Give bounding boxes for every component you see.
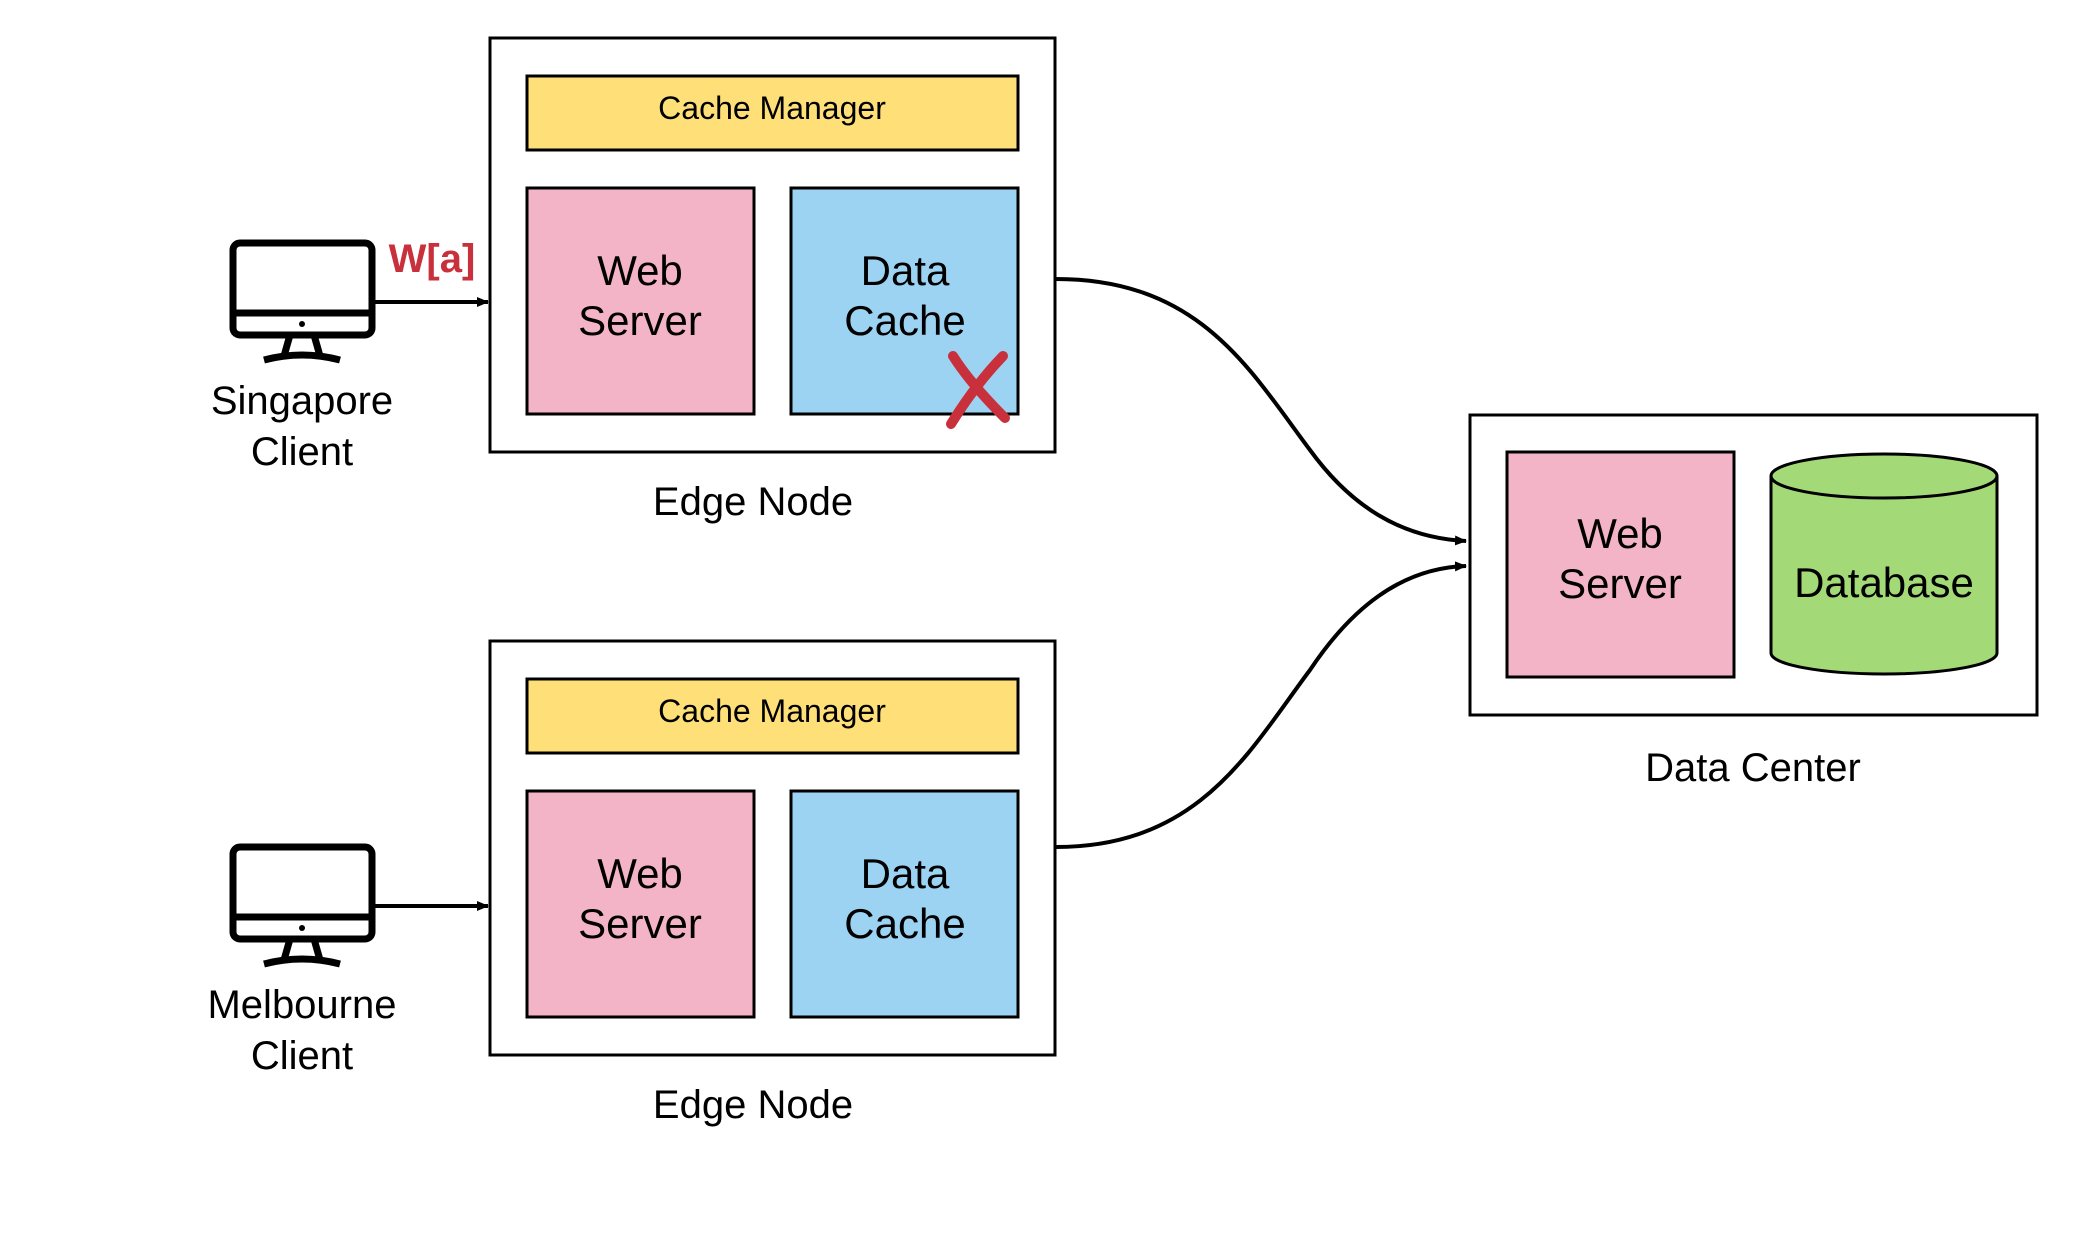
- melbourne-client: Melbourne Client: [207, 843, 489, 1078]
- edge-node-label: Edge Node: [653, 480, 853, 524]
- data-cache-label-line2: Cache: [844, 297, 965, 344]
- data-center: Web Server Database Data Center: [1468, 413, 2039, 790]
- web-server-box: [525, 789, 756, 1019]
- web-server-box: [525, 186, 756, 416]
- data-cache-box: [789, 789, 1020, 1019]
- melbourne-client-label-line2: Client: [251, 1034, 353, 1078]
- edge-node-label: Edge Node: [653, 1083, 853, 1127]
- cache-manager-box: [525, 74, 1020, 152]
- cache-manager-label: Cache Manager: [658, 693, 886, 729]
- singapore-client-label-line2: Client: [251, 430, 353, 474]
- edge-node-singapore: Cache Manager Web Server Data Cache Edge…: [488, 36, 1057, 524]
- cache-manager-label: Cache Manager: [658, 90, 886, 126]
- cache-manager-box: [525, 677, 1020, 755]
- web-server-label-line1: Web: [597, 247, 683, 294]
- connector-edge1-to-datacenter: [1055, 277, 1467, 546]
- connector-edge2-to-datacenter: [1055, 561, 1467, 849]
- desktop-computer-icon: [229, 843, 376, 968]
- web-server-label-line1: Web: [1577, 510, 1663, 557]
- singapore-client-label-line1: Singapore: [211, 379, 393, 423]
- data-cache-label-line1: Data: [861, 850, 950, 897]
- web-server-label-line1: Web: [597, 850, 683, 897]
- web-server-box: [1505, 450, 1736, 679]
- data-cache-label-line2: Cache: [844, 900, 965, 947]
- web-server-label-line2: Server: [578, 900, 702, 947]
- invalidated-x-icon: [946, 351, 1010, 429]
- singapore-client: Singapore Client W[a]: [211, 237, 489, 474]
- desktop-computer-icon: [229, 239, 376, 364]
- database-label: Database: [1794, 559, 1974, 606]
- edge-node-melbourne: Cache Manager Web Server Data Cache Edge…: [488, 639, 1057, 1127]
- data-center-label: Data Center: [1645, 746, 1861, 790]
- data-cache-label-line1: Data: [861, 247, 950, 294]
- write-request-label: W[a]: [389, 237, 476, 281]
- database-cylinder-icon: [1769, 452, 1999, 676]
- web-server-label-line2: Server: [1558, 560, 1682, 607]
- melbourne-client-label-line1: Melbourne: [207, 983, 396, 1027]
- web-server-label-line2: Server: [578, 297, 702, 344]
